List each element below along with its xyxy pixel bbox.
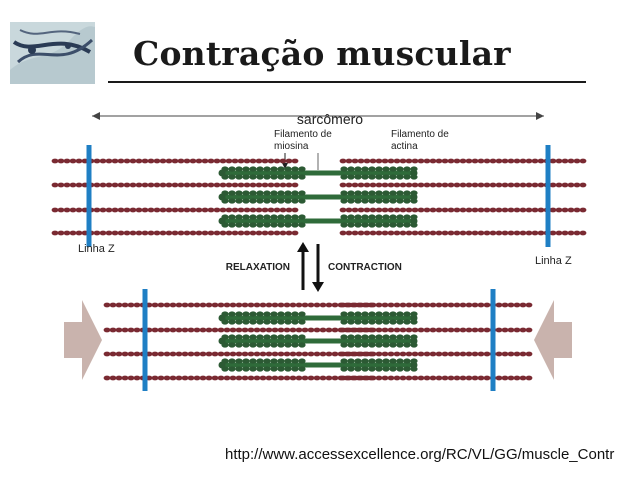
actin-filament	[51, 182, 299, 188]
sarcomere-label: sarcômero	[297, 111, 363, 127]
contraction-arrow-down	[312, 244, 324, 292]
left-push-arrow	[64, 300, 102, 380]
myosin-filament	[218, 358, 418, 372]
title-underline	[108, 81, 586, 83]
z-line	[142, 289, 148, 391]
myosin-pointer-arrow	[282, 153, 288, 169]
myosin-filament	[218, 311, 418, 325]
actin-filament	[339, 351, 533, 357]
actin-filament	[339, 230, 587, 236]
actin-filament	[51, 158, 299, 164]
z-line	[545, 145, 551, 247]
relaxation-label: RELAXATION	[226, 262, 290, 273]
actin-filament	[339, 375, 533, 381]
relaxed-sarcomere	[51, 145, 587, 247]
actin-filament	[339, 207, 587, 213]
actin-label-line2: actina	[391, 141, 418, 152]
contraction-label: CONTRACTION	[328, 262, 402, 273]
actin-filament	[339, 158, 587, 164]
sarcomere-span-line	[92, 112, 544, 120]
myosin-filament	[218, 214, 418, 228]
zline-right-label: Linha Z	[535, 255, 572, 267]
zline-left-label: Linha Z	[78, 243, 115, 255]
myosin-label-line2: miosina	[274, 141, 309, 152]
myosin-label-line1: Filamento de	[274, 129, 332, 140]
myosin-filament	[218, 166, 418, 180]
actin-filament	[339, 182, 587, 188]
thumbnail-image	[10, 22, 95, 84]
z-line	[86, 145, 92, 247]
myosin-filament	[218, 334, 418, 348]
actin-filament	[339, 302, 533, 308]
slide-title: Contração muscular	[133, 34, 511, 73]
right-push-arrow	[534, 300, 572, 380]
contracted-sarcomere	[103, 289, 533, 391]
actin-filament	[339, 327, 533, 333]
actin-label-line1: Filamento de	[391, 129, 449, 140]
relaxation-arrow-up	[297, 242, 309, 290]
myosin-filament	[218, 190, 418, 204]
z-line	[490, 289, 496, 391]
source-url: http://www.accessexcellence.org/RC/VL/GG…	[225, 446, 615, 463]
